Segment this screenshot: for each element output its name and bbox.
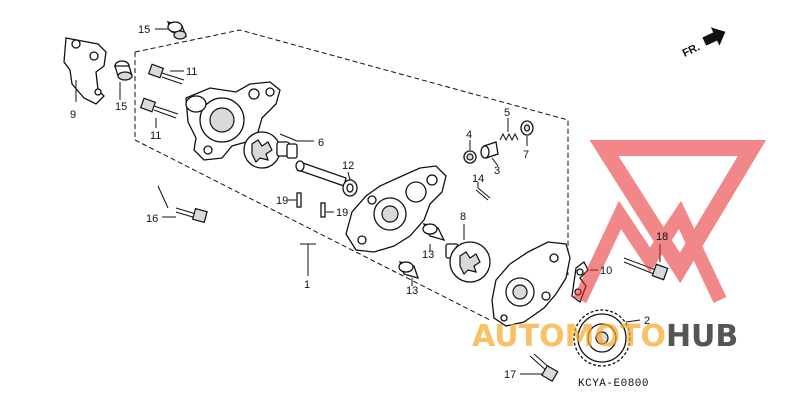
leader-6b bbox=[279, 133, 298, 142]
callout-19a: 19 bbox=[276, 195, 288, 207]
drive-gear-2 bbox=[573, 309, 631, 367]
dowel-13b bbox=[398, 261, 420, 279]
direction-label: FR. bbox=[681, 41, 702, 59]
leader-3 bbox=[491, 157, 499, 167]
leader-12 bbox=[347, 171, 351, 181]
callout-15a: 15 bbox=[138, 24, 150, 36]
oil-seal-4 bbox=[463, 150, 477, 164]
rotor-set-8 bbox=[445, 241, 491, 283]
callout-9: 9 bbox=[70, 109, 76, 121]
callout-11b: 11 bbox=[150, 130, 161, 142]
pin-19a bbox=[296, 192, 302, 208]
dowel-pin-lower bbox=[114, 60, 133, 81]
watermark-logo bbox=[573, 140, 767, 303]
callout-13a: 13 bbox=[422, 249, 434, 261]
dowel-pin-upper bbox=[166, 21, 188, 40]
spring-5 bbox=[499, 132, 519, 142]
callout-19b: 19 bbox=[336, 207, 348, 219]
pin-19b bbox=[320, 202, 326, 218]
watermark-text-auto: AUTOMOTOHUB bbox=[472, 319, 738, 354]
assembly-outline bbox=[134, 29, 569, 275]
leader-2 bbox=[625, 319, 641, 323]
callout-16: 16 bbox=[146, 213, 158, 225]
watermark-part-1: AUTO bbox=[472, 319, 565, 354]
callout-7: 7 bbox=[523, 149, 529, 161]
mounting-bracket bbox=[63, 37, 107, 105]
drawing-code: KCYA-E0800 bbox=[578, 378, 649, 390]
callout-14: 14 bbox=[472, 173, 484, 185]
bolt-11-upper bbox=[147, 63, 185, 85]
callout-17: 17 bbox=[504, 369, 516, 381]
pump-body-right bbox=[491, 241, 571, 327]
callout-2: 2 bbox=[644, 315, 650, 327]
leader-16-align bbox=[157, 185, 169, 209]
watermark-part-2: MOTO bbox=[565, 319, 666, 354]
callout-11a: 11 bbox=[186, 66, 197, 78]
callout-8: 8 bbox=[460, 211, 466, 223]
relief-valve-3 bbox=[480, 141, 499, 159]
dowel-13a bbox=[422, 222, 446, 242]
washer-12 bbox=[342, 179, 358, 197]
pump-shaft bbox=[295, 160, 347, 187]
callout-5: 5 bbox=[504, 107, 510, 119]
washer-7 bbox=[520, 120, 534, 136]
watermark-part-3: HUB bbox=[666, 319, 738, 354]
callout-6: 6 bbox=[318, 137, 324, 149]
assembly-outline-lower bbox=[134, 52, 491, 321]
bolt-17 bbox=[529, 353, 559, 383]
callout-12: 12 bbox=[342, 160, 354, 172]
pump-cover bbox=[185, 81, 281, 161]
callout-10: 10 bbox=[600, 265, 612, 277]
front-direction-arrow-icon bbox=[702, 27, 726, 46]
callout-15b: 15 bbox=[115, 101, 127, 113]
callout-4: 4 bbox=[466, 129, 472, 141]
pin-14 bbox=[475, 187, 491, 201]
bolt-11-lower bbox=[139, 97, 179, 119]
rotor-set-6 bbox=[243, 131, 298, 169]
callout-18: 18 bbox=[656, 231, 668, 243]
callout-1: 1 bbox=[304, 279, 310, 291]
callout-3: 3 bbox=[494, 165, 500, 177]
callout-13b: 13 bbox=[406, 285, 418, 297]
bolt-16 bbox=[175, 207, 208, 224]
pump-body bbox=[345, 165, 447, 253]
